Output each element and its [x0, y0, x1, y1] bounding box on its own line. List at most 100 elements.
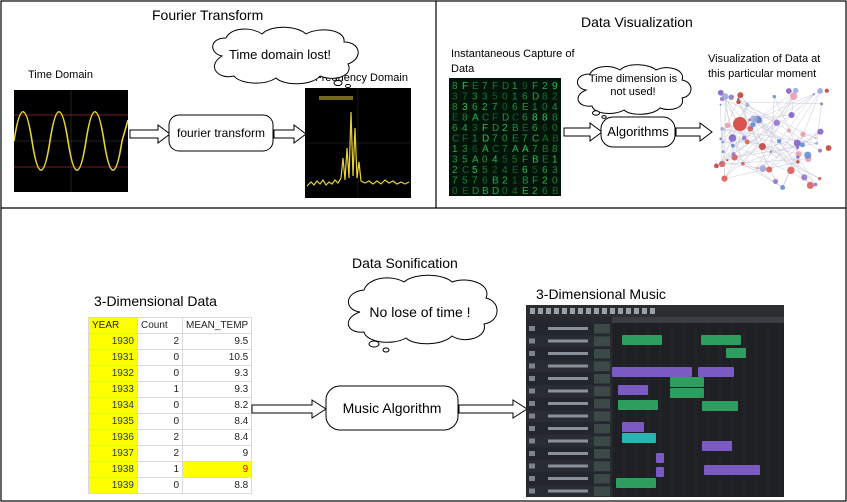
svg-text:0: 0 — [502, 134, 508, 145]
svg-text:7: 7 — [522, 134, 528, 145]
table-cell: 0 — [137, 477, 183, 494]
svg-text:4: 4 — [492, 155, 498, 166]
table-cell: 2 — [137, 429, 183, 446]
svg-text:6: 6 — [522, 113, 528, 124]
svg-text:F: F — [522, 155, 528, 166]
table-cell: 1933 — [88, 381, 138, 398]
music-algorithm-box — [325, 385, 459, 431]
svg-text:A: A — [522, 144, 529, 155]
svg-text:4: 4 — [512, 186, 518, 196]
svg-text:F: F — [482, 123, 488, 134]
svg-text:1: 1 — [512, 176, 518, 187]
table-cell: 1938 — [88, 461, 138, 478]
svg-text:7: 7 — [492, 134, 498, 145]
svg-text:1: 1 — [552, 155, 558, 166]
svg-text:E: E — [512, 134, 519, 145]
svg-text:C: C — [532, 134, 539, 145]
svg-text:2: 2 — [532, 186, 538, 196]
svg-text:6: 6 — [532, 123, 538, 134]
svg-text:D: D — [502, 113, 509, 124]
svg-text:4: 4 — [462, 123, 468, 134]
table-cell: 8.8 — [181, 477, 253, 494]
svg-text:2: 2 — [542, 81, 548, 92]
svg-text:5: 5 — [532, 165, 538, 176]
table-cell: 9.5 — [181, 333, 253, 350]
table-cell: 0 — [137, 413, 183, 430]
daw-music-editor — [526, 305, 784, 497]
svg-text:6: 6 — [522, 165, 528, 176]
svg-text:4: 4 — [552, 102, 558, 113]
svg-text:5: 5 — [472, 165, 478, 176]
svg-text:4: 4 — [502, 165, 508, 176]
svg-text:F: F — [492, 81, 498, 92]
svg-text:3: 3 — [462, 144, 468, 155]
svg-text:C: C — [512, 113, 519, 124]
music-algorithm-label: Music Algorithm — [342, 400, 442, 416]
thought-text-fourier: Time domain lost! — [228, 47, 332, 62]
svg-text:7: 7 — [452, 176, 458, 187]
svg-text:7: 7 — [532, 144, 538, 155]
table-cell: 0 — [137, 365, 183, 382]
svg-text:8: 8 — [452, 102, 458, 113]
sine-wave — [14, 110, 128, 172]
svg-text:6: 6 — [512, 102, 518, 113]
svg-text:7: 7 — [502, 144, 508, 155]
arrow-from-fourier — [273, 124, 307, 144]
svg-text:5: 5 — [512, 155, 518, 166]
svg-text:A: A — [472, 113, 479, 124]
svg-text:B: B — [522, 176, 529, 187]
svg-text:B: B — [532, 155, 539, 166]
svg-text:D: D — [502, 81, 509, 92]
svg-text:7: 7 — [472, 176, 478, 187]
table-cell: 1 — [137, 381, 183, 398]
fourier-process-box — [168, 114, 274, 152]
table-header-cell: MEAN_TEMP — [181, 317, 253, 334]
svg-text:8: 8 — [552, 113, 558, 124]
svg-text:2: 2 — [452, 165, 458, 176]
svg-text:6: 6 — [542, 186, 548, 196]
algorithms-label: Algorithms — [607, 124, 669, 139]
svg-text:3: 3 — [452, 155, 458, 166]
capture-label: Instantaneous Capture of Data — [451, 48, 575, 75]
svg-text:F: F — [462, 134, 468, 145]
svg-text:F: F — [462, 81, 468, 92]
svg-text:2: 2 — [552, 92, 558, 103]
svg-text:8: 8 — [532, 113, 538, 124]
svg-text:5: 5 — [462, 176, 468, 187]
svg-text:C: C — [482, 113, 489, 124]
svg-text:8: 8 — [552, 144, 558, 155]
svg-text:D: D — [492, 186, 499, 196]
svg-text:A: A — [512, 144, 519, 155]
table-cell: 1 — [137, 461, 183, 478]
table-cell: 9.3 — [181, 381, 253, 398]
viz-label: Visualization of Data at this particular… — [708, 53, 821, 80]
svg-text:E: E — [462, 186, 469, 196]
svg-text:B: B — [512, 123, 519, 134]
network-visualization — [714, 87, 832, 190]
svg-text:E: E — [452, 113, 459, 124]
arrow-to-music-algorithm — [251, 399, 327, 419]
table-cell: 0 — [137, 349, 183, 366]
svg-text:3: 3 — [482, 92, 488, 103]
svg-text:0: 0 — [502, 186, 508, 196]
table-cell: 8.2 — [181, 397, 253, 414]
table-header-cell: Count — [137, 317, 183, 334]
svg-text:6: 6 — [472, 144, 478, 155]
svg-text:2: 2 — [482, 102, 488, 113]
svg-text:0: 0 — [502, 102, 508, 113]
table-cell: 1939 — [88, 477, 138, 494]
svg-text:0: 0 — [452, 186, 458, 196]
svg-text:A: A — [472, 155, 479, 166]
svg-text:F: F — [492, 113, 498, 124]
svg-text:B: B — [482, 186, 489, 196]
svg-text:8: 8 — [452, 81, 458, 92]
music-label: 3-Dimensional Music — [536, 286, 666, 302]
